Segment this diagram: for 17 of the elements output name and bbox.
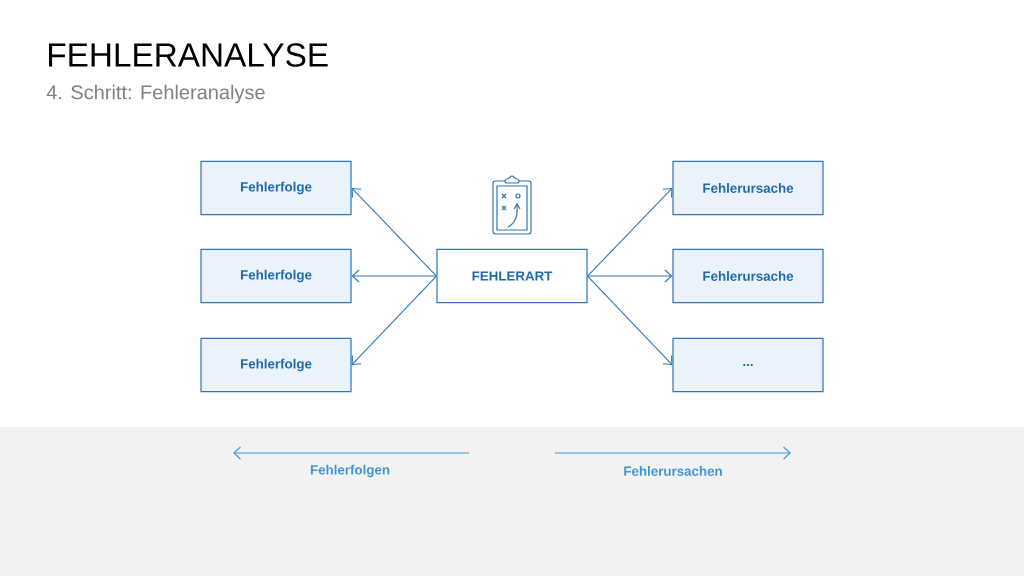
process-box: Fehlerfolge [200, 337, 352, 393]
direction-label: Fehlerfolgen [310, 464, 390, 478]
arrow [351, 275, 437, 365]
process-box: Fehlerfolge [200, 248, 352, 304]
arrow [587, 269, 673, 283]
direction-label: Fehlerursachen [624, 466, 722, 476]
process-box: ... [672, 337, 824, 393]
arrow [351, 188, 437, 277]
process-box: Fehlerursache [672, 160, 824, 216]
arrow [351, 269, 437, 283]
subtitle: 4. Schritt: Fehleranalyse [46, 84, 265, 104]
arrow [587, 188, 673, 277]
arrow [587, 275, 673, 365]
title: FEHLERANALYSE [49, 43, 328, 67]
center-box: FEHLERART [436, 248, 588, 304]
process-box: Fehlerfolge [200, 160, 352, 216]
process-box: Fehlerursache [672, 248, 824, 304]
